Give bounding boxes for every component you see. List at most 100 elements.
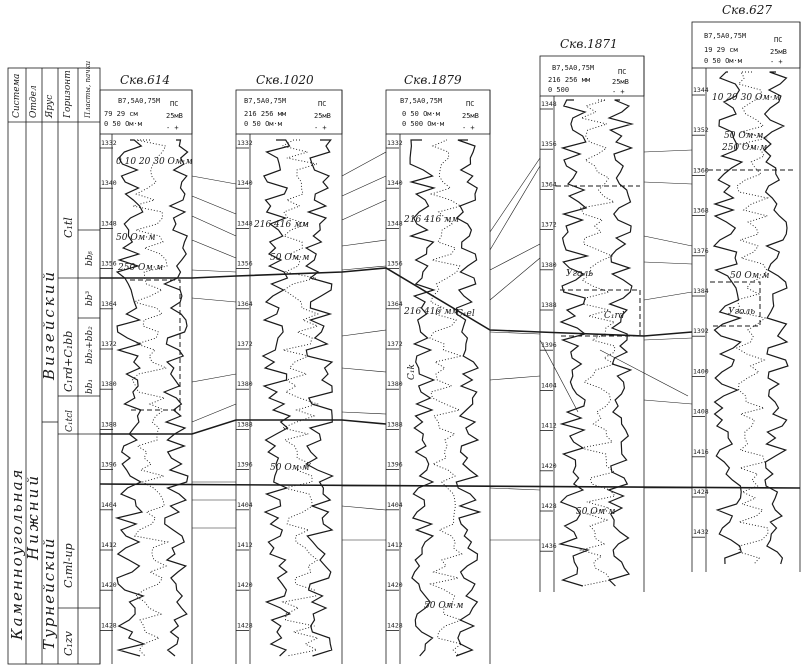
well-1879-sp-label: ПС (466, 100, 474, 108)
well-1871-r-label: 216 256 мм (548, 76, 591, 84)
layer-bb3: bb³ (85, 290, 95, 306)
well-627-probe: В7,5А0,75М (704, 32, 746, 40)
well-627-title: Скв.627 (722, 3, 772, 17)
well-1879-sign: - + (462, 124, 475, 132)
log-curve (114, 139, 146, 657)
well-1879-r-label: 0 50 Ом·м (402, 110, 441, 118)
depth-tick-label: 1380 (541, 261, 557, 269)
interpretation-box (130, 279, 181, 411)
depth-tick-label: 1412 (101, 541, 117, 549)
interpretation-box (560, 289, 641, 337)
depth-scales: 1332 1340 1348 1356 1364 1372 1380 1388 1396 1404… (100, 86, 709, 631)
well-614-note-1: 50 Ом·м (116, 233, 155, 243)
well-1879-title: Скв.1879 (404, 73, 462, 87)
correlation-line (489, 243, 541, 271)
well-1871-sp-label: ПС (618, 68, 626, 76)
depth-tick-label: 1432 (693, 528, 709, 536)
depth-tick-label: 1356 (101, 260, 117, 268)
horizon-boundary-line (100, 419, 387, 435)
well-627-r-scale: 0 50 Ом·м (704, 57, 743, 65)
depth-tick-label: 1340 (387, 179, 403, 187)
depth-tick-label: 1436 (541, 542, 557, 550)
well-1020-r-scale: 0 50 Ом·м (244, 120, 283, 128)
well-1871-note-0: Уголь (566, 269, 593, 279)
well-1871-r-scale: 0 500 (548, 86, 569, 94)
well-1020-note-2: 50 Ом·м (270, 463, 309, 473)
log-curve (261, 139, 292, 657)
depth-tick-label: 1364 (541, 180, 557, 188)
log-curve (763, 71, 789, 565)
system-name: Каменноугольная (8, 468, 26, 641)
depth-tick-label: 1428 (541, 502, 557, 510)
correlation-line (191, 403, 237, 423)
depth-tick-label: 1420 (101, 581, 117, 589)
correlation-line (191, 215, 237, 237)
well-627-note-1: 50 Ом·м (724, 131, 763, 141)
well-627-sign: - + (770, 58, 783, 66)
correlation-line (191, 269, 237, 273)
depth-tick-label: 1428 (101, 621, 117, 629)
depth-tick-label: 1364 (387, 300, 403, 308)
depth-tick-label: 1372 (237, 340, 253, 348)
correlation-line (191, 195, 237, 215)
correlation-line (341, 239, 387, 247)
depth-tick-label: 1348 (387, 219, 403, 227)
well-614-sign: - + (166, 124, 179, 132)
depth-tick-label: 1404 (541, 381, 557, 389)
well-614-sp-label: ПС (170, 100, 178, 108)
log-curve (558, 99, 590, 587)
correlation-line (341, 199, 387, 221)
well-627-note-0: 10 20 30 Ом·м (712, 93, 780, 103)
correlation-line (643, 399, 693, 405)
well-1871-title: Скв.1871 (560, 37, 618, 51)
depth-tick-label: 1396 (387, 461, 403, 469)
correlation-line (341, 175, 387, 197)
well-1020-title: Скв.1020 (256, 73, 314, 87)
log-curve (455, 139, 482, 657)
well-1871-probe: В7,5А0,75М (552, 64, 594, 72)
correlation-line (643, 291, 693, 301)
depth-tick-label: 1364 (237, 300, 253, 308)
layer-bb4: bbᵦ (85, 250, 95, 266)
depth-tick-label: 1404 (237, 501, 253, 509)
well-1879-note-2: 50 Ом·м (424, 601, 463, 611)
depth-tick-label: 1380 (237, 380, 253, 388)
header-division: Отдел (29, 85, 39, 118)
well-614-note-0: 0 10 20 30 Ом·м (116, 157, 193, 167)
depth-tick-label: 1368 (693, 207, 709, 215)
well-1020-sign: - + (314, 124, 327, 132)
correlation-line (489, 257, 541, 301)
correlation-line (341, 151, 387, 177)
well-1879-r-scale: 0 500 Ом·м (402, 120, 445, 128)
correlation-line (191, 239, 237, 259)
well-1879: Скв.1879 В7,5А0,75М 0 50 Ом·м 0 500 Ом·м… (385, 73, 491, 664)
depth-tick-label: 1332 (101, 139, 117, 147)
well-1879-sp-scale: 25мВ (462, 112, 479, 120)
well-627-note-4: Уголь (728, 307, 755, 317)
correlation-line (489, 331, 541, 335)
well-614-title: Скв.614 (120, 73, 170, 87)
depth-tick-label: 1356 (541, 140, 557, 148)
depth-tick-label: 1388 (387, 420, 403, 428)
depth-tick-label: 1396 (541, 341, 557, 349)
log-curve (408, 139, 436, 657)
log-curve (712, 71, 744, 565)
depth-tick-label: 1380 (387, 380, 403, 388)
depth-tick-label: 1348 (101, 219, 117, 227)
depth-tick-label: 1332 (387, 139, 403, 147)
correlation-line (191, 175, 237, 185)
layer-bb2: bb₂+bb₂ (85, 326, 95, 364)
depth-tick-label: 1384 (693, 287, 709, 295)
correlation-lines (99, 149, 801, 541)
header-layers: Пласты, пачки (84, 60, 92, 119)
horizon-boundary-line (100, 267, 693, 337)
depth-tick-label: 1420 (541, 462, 557, 470)
label-c1el: C₁el (456, 309, 475, 319)
depth-tick-label: 1344 (693, 86, 709, 94)
depth-tick-label: 1376 (693, 247, 709, 255)
well-614: Скв.614 В7,5А0,75М 79 29 см 0 50 Ом·м ПС… (99, 73, 193, 664)
depth-tick-label: 1408 (693, 408, 709, 416)
depth-tick-label: 1428 (237, 621, 253, 629)
depth-tick-label: 1396 (237, 461, 253, 469)
